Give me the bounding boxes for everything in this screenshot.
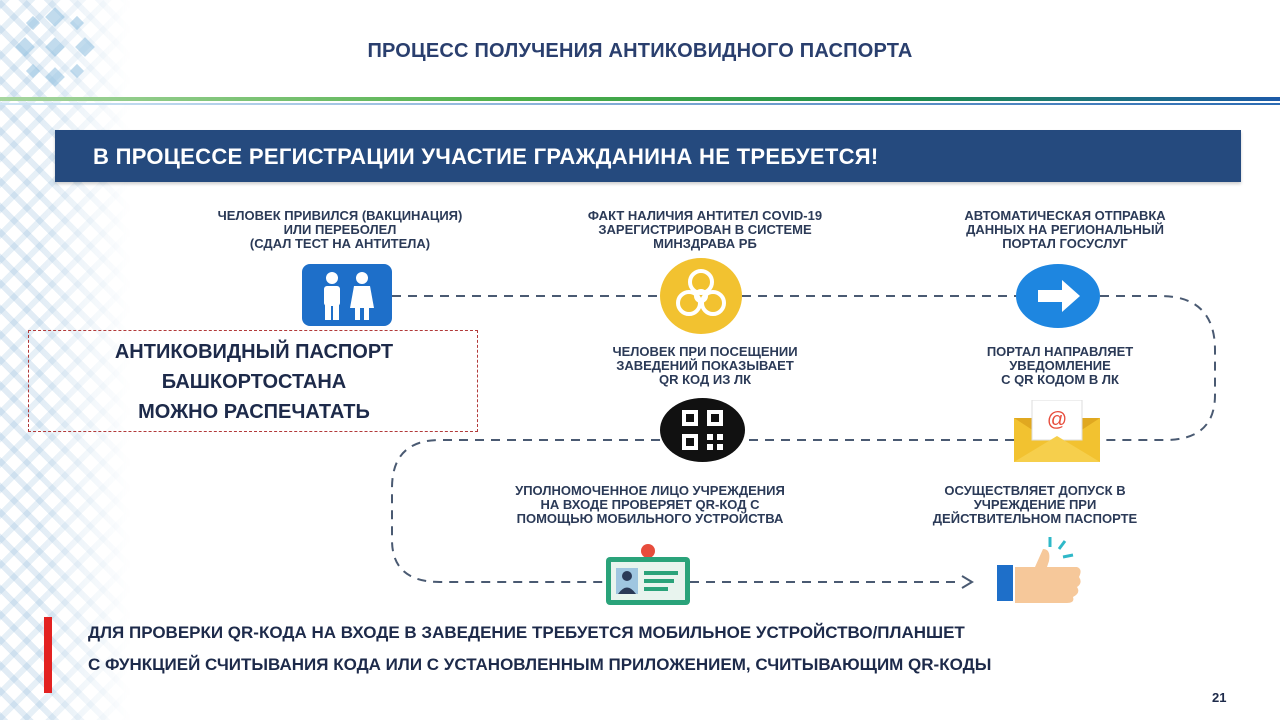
step-3-label: АВТОМАТИЧЕСКАЯ ОТПРАВКА ДАННЫХ НА РЕГИОН… [964, 208, 1166, 251]
people-icon [302, 264, 392, 326]
footer-line-1: ДЛЯ ПРОВЕРКИ QR-КОДА НА ВХОДЕ В ЗАВЕДЕНИ… [88, 623, 965, 642]
arrow-head [961, 575, 974, 589]
step-4-label: ПОРТАЛ НАПРАВЛЯЕТ УВЕДОМЛЕНИЕ С QR КОДОМ… [986, 344, 1134, 387]
print-note-line-2: БАШКОРТОСТАНА [161, 371, 347, 393]
print-passport-note: АНТИКОВИДНЫЙ ПАСПОРТ БАШКОРТОСТАНА МОЖНО… [28, 330, 478, 432]
step-7-label: ОСУЩЕСТВЛЯЕТ ДОПУСК В УЧРЕЖДЕНИЕ ПРИ ДЕЙ… [932, 483, 1138, 526]
arrow-right-icon [1016, 264, 1100, 328]
snowflake-ornament-icon [15, 7, 95, 87]
step-6-label: УПОЛНОМОЧЕННОЕ ЛИЦО УЧРЕЖДЕНИЯ НА ВХОДЕ … [515, 483, 785, 526]
footer-accent-bar [44, 617, 52, 693]
print-note-line-3: МОЖНО РАСПЕЧАТАТЬ [138, 401, 370, 423]
notice-banner-text: В ПРОЦЕССЕ РЕГИСТРАЦИИ УЧАСТИЕ ГРАЖДАНИН… [93, 144, 879, 169]
footer-line-2: С ФУНКЦИЕЙ СЧИТЫВАНИЯ КОДА ИЛИ С УСТАНОВ… [88, 655, 992, 674]
page-number: 21 [1212, 690, 1227, 705]
svg-text:@: @ [1047, 409, 1067, 431]
biohazard-icon [660, 258, 742, 334]
connector-5-6 [391, 439, 660, 583]
step-5-label: ЧЕЛОВЕК ПРИ ПОСЕЩЕНИИ ЗАВЕДЕНИЙ ПОКАЗЫВА… [612, 344, 798, 387]
header-divider [0, 97, 1280, 101]
qr-code-icon [660, 398, 745, 462]
connector-3-4 [1100, 295, 1216, 441]
notice-banner: В ПРОЦЕССЕ РЕГИСТРАЦИИ УЧАСТИЕ ГРАЖДАНИН… [55, 130, 1241, 182]
ornament-background [0, 0, 130, 720]
print-note-line-1: АНТИКОВИДНЫЙ ПАСПОРТ [114, 341, 394, 363]
header-divider-secondary [0, 103, 1280, 105]
thumbs-up-icon [997, 537, 1081, 603]
id-badge-icon [606, 544, 690, 605]
step-1-label: ЧЕЛОВЕК ПРИВИЛСЯ (ВАКЦИНАЦИЯ) ИЛИ ПЕРЕБО… [217, 208, 463, 251]
page-title: ПРОЦЕСС ПОЛУЧЕНИЯ АНТИКОВИДНОГО ПАСПОРТА [367, 40, 913, 62]
email-envelope-icon: @ [1014, 400, 1100, 462]
step-2-label: ФАКТ НАЛИЧИЯ АНТИТЕЛ COVID-19 ЗАРЕГИСТРИ… [587, 208, 823, 251]
